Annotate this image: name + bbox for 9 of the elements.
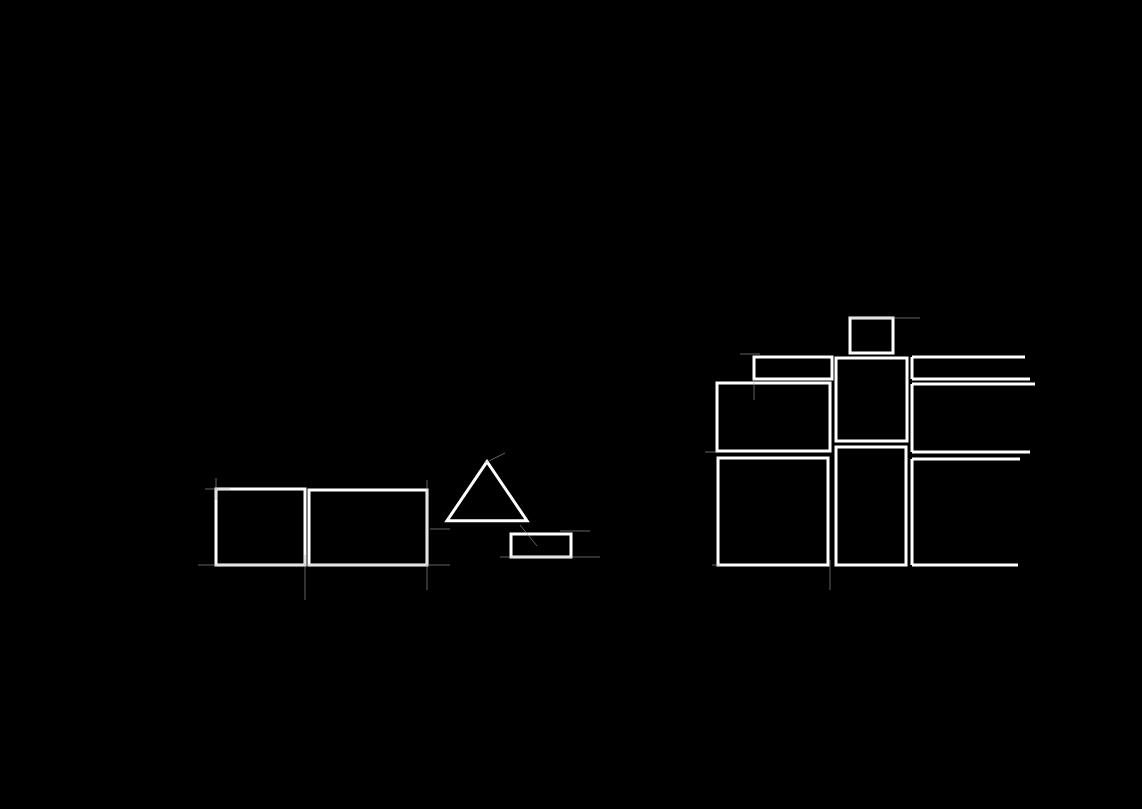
sketch-box [848, 316, 895, 355]
sketch-box [307, 488, 429, 567]
sketch-box [715, 381, 832, 453]
sketch-box [716, 456, 830, 567]
sketch-box [509, 532, 573, 559]
sketch-box [752, 355, 834, 381]
sketch-box [834, 445, 908, 567]
sketch-box [834, 356, 909, 443]
sketch-box [214, 487, 307, 567]
